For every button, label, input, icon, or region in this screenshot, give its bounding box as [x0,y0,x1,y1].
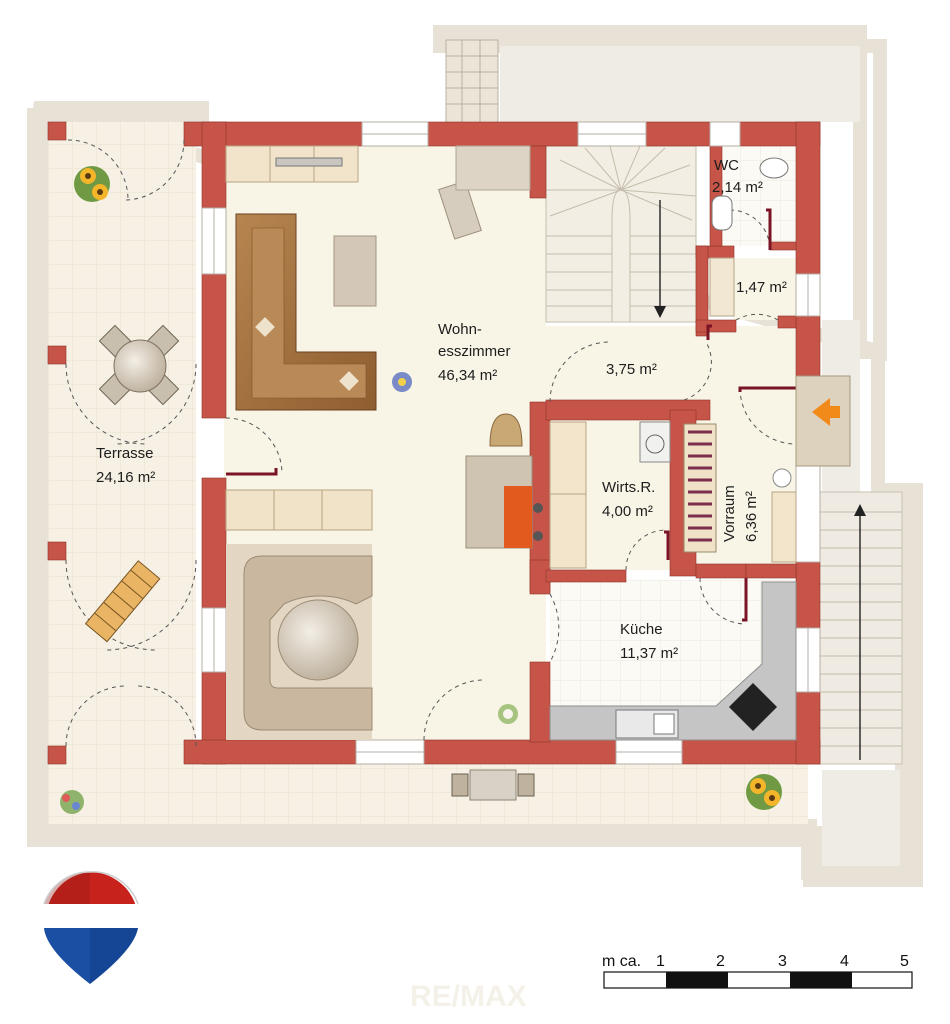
room-area-abstell: 1,47 m² [736,279,787,296]
room-name: Küche [620,621,663,638]
entrance-niche [795,375,851,467]
stove-knobs [533,503,543,541]
room-area: 11,37 m² [620,645,678,662]
room-name: Wirts.R. [602,479,655,496]
plant-icon [392,372,412,392]
stair-corner-block [455,145,531,191]
room-label-wohn: Wohn- esszimmer 46,34 m² [438,321,511,384]
scale-tick-label: 1 [656,953,665,970]
upper-balcony-floor [500,46,860,122]
room-name: Wohn- [438,321,482,338]
washing-machine [639,421,671,463]
room-name: WC [714,157,739,174]
terrace-table-chairs [98,324,180,406]
tv-sideboard [225,145,359,183]
outer-stair-top [445,39,499,125]
room-name: Terrasse [96,445,154,462]
terrace-floor [48,122,196,822]
lamp-icon [772,468,792,488]
hall-floor [546,326,796,410]
outer-stair-right [817,491,903,765]
room-label-wirts: Wirts.R. 4,00 m² [602,479,655,520]
room-area: 4,00 m² [602,503,653,520]
abstell-floor [734,258,796,320]
scale-tick-label: 4 [840,953,849,970]
room-label-terrasse: Terrasse 24,16 m² [96,445,155,486]
flower-bowl-icon [60,790,84,814]
wc-fixtures [711,157,789,231]
stove-fireplace [465,413,533,549]
interior-stair [545,145,697,323]
room-label-wc: WC 2,14 m² [712,157,763,196]
wardrobe [771,491,797,563]
wine-rack [683,423,717,553]
scale-tick-label: 2 [716,953,725,970]
terrace-floor-bottom [48,764,808,824]
room-area: 6,36 m² [743,491,760,542]
sunflower-icon [74,166,110,202]
utility-cabinet [549,421,587,569]
room-name: Vorraum [721,485,738,542]
armchair [438,180,482,240]
scale-tick-label: 3 [778,953,787,970]
storage-shelf [709,257,735,317]
plant-icon [498,704,518,724]
kitchen-counter [549,581,797,741]
room-label-kueche: Küche 11,37 m² [620,621,678,662]
door-handles [226,208,796,622]
terrace-border [27,25,923,887]
dining-bench [225,489,373,531]
bottom-bench [451,769,535,801]
room-area-flur: 3,75 m² [606,361,657,378]
remax-watermark: RE/MAX [410,980,527,1013]
remax-balloon-logo [42,871,140,984]
scale-prefix: m ca. [602,953,641,970]
lower-right-balcony-floor [822,770,900,866]
dining-set [226,544,373,740]
scale-tick-label: 5 [900,953,909,970]
corner-sofa [235,213,377,411]
scale-bar: m ca. 1 2 3 4 5 [602,953,913,989]
sun-lounger [84,560,161,643]
room-area: 46,34 m² [438,367,497,384]
room-area: 24,16 m² [96,469,155,486]
windows [201,121,821,765]
room-label-vorraum: Vorraum 6,36 m² [721,485,760,542]
room-area: 2,14 m² [712,179,763,196]
coffee-table [333,235,377,307]
door-swings [65,139,797,747]
room-name: esszimmer [438,343,511,360]
sunflower-icon [746,774,782,810]
